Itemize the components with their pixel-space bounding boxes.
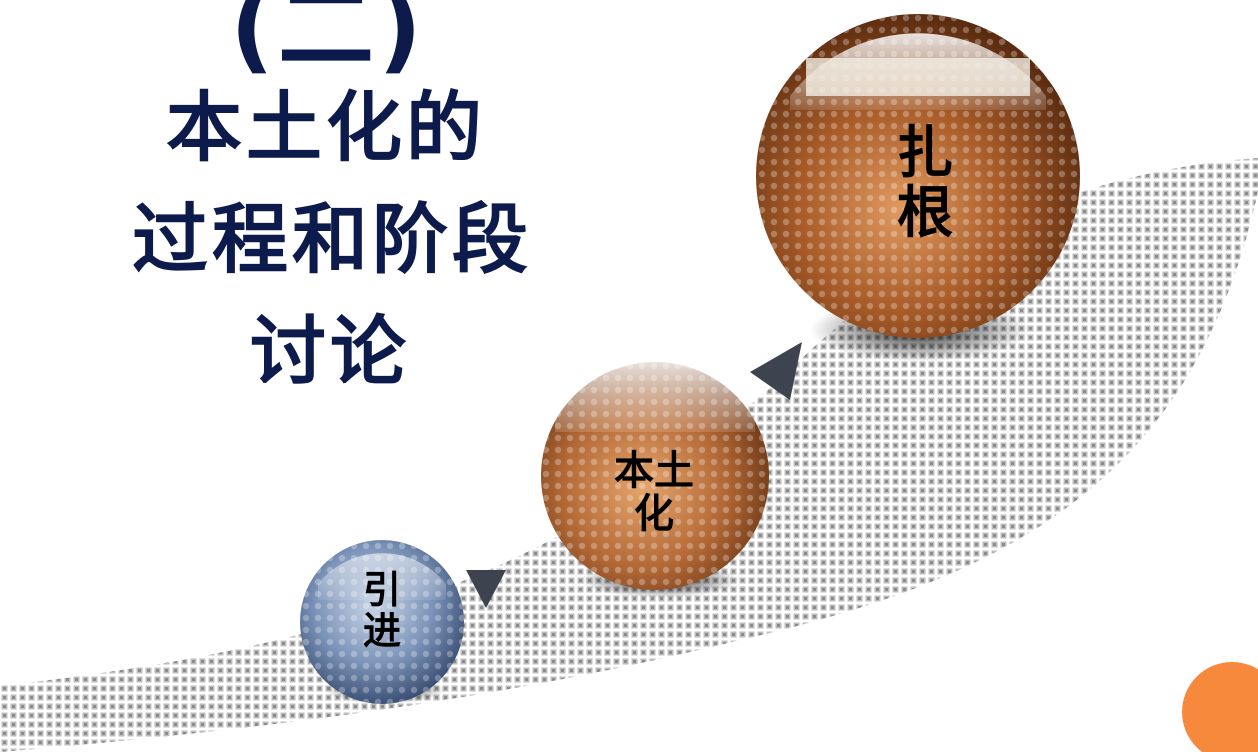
stage-label-yinjin: 引进 (362, 568, 401, 654)
title-line-1: 本土化的 (166, 83, 486, 172)
title-line-3: 讨论 (250, 307, 410, 396)
sphere-zhagen (756, 14, 1080, 338)
triangle-arrow-icon (750, 342, 802, 400)
title-number: (二) (230, 0, 426, 84)
stage-label-zhagen: 扎根 (897, 121, 953, 247)
sphere-bentuhua (541, 360, 769, 590)
stage-label-bentuhua: 本土化 (614, 448, 694, 538)
triangle-arrow-icon (466, 570, 506, 608)
orange-circle-icon (1182, 662, 1258, 752)
title-line-2: 过程和阶段 (132, 195, 532, 284)
sphere-yinjin (300, 540, 464, 704)
